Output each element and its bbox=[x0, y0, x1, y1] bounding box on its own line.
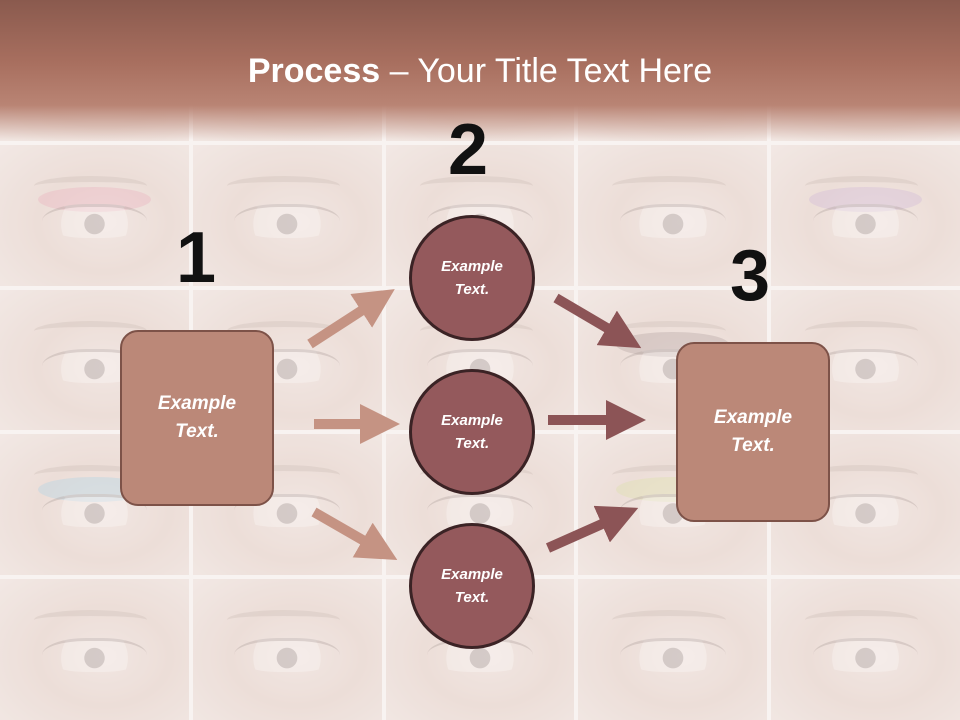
step-box-3-text: Example Text. bbox=[713, 406, 793, 457]
step-number-2: 2 bbox=[448, 110, 489, 190]
step-number-1: 1 bbox=[176, 218, 217, 298]
slide-title[interactable]: Process – Your Title Text Here bbox=[0, 52, 960, 91]
title-band bbox=[0, 0, 960, 140]
arrow-top-to-3 bbox=[553, 293, 642, 349]
circle-bottom-text: Example Text. bbox=[441, 565, 503, 606]
step-number-3: 3 bbox=[730, 236, 771, 316]
circle-bottom[interactable]: Example Text. bbox=[409, 523, 535, 649]
step-box-1[interactable]: Example Text. bbox=[120, 330, 274, 506]
arrow-1-to-bottom bbox=[311, 507, 398, 560]
circle-middle-text: Example Text. bbox=[441, 411, 503, 452]
title-bold: Process bbox=[247, 52, 381, 90]
circle-top-text: Example Text. bbox=[441, 257, 503, 298]
circle-middle[interactable]: Example Text. bbox=[409, 369, 535, 495]
title-rest: – Your Title Text Here bbox=[380, 52, 713, 90]
step-box-3[interactable]: Example Text. bbox=[676, 342, 830, 522]
arrow-1-to-top bbox=[307, 289, 395, 349]
step-box-1-text: Example Text. bbox=[157, 392, 237, 443]
circle-top[interactable]: Example Text. bbox=[409, 215, 535, 341]
arrow-bottom-to-3 bbox=[545, 505, 639, 553]
